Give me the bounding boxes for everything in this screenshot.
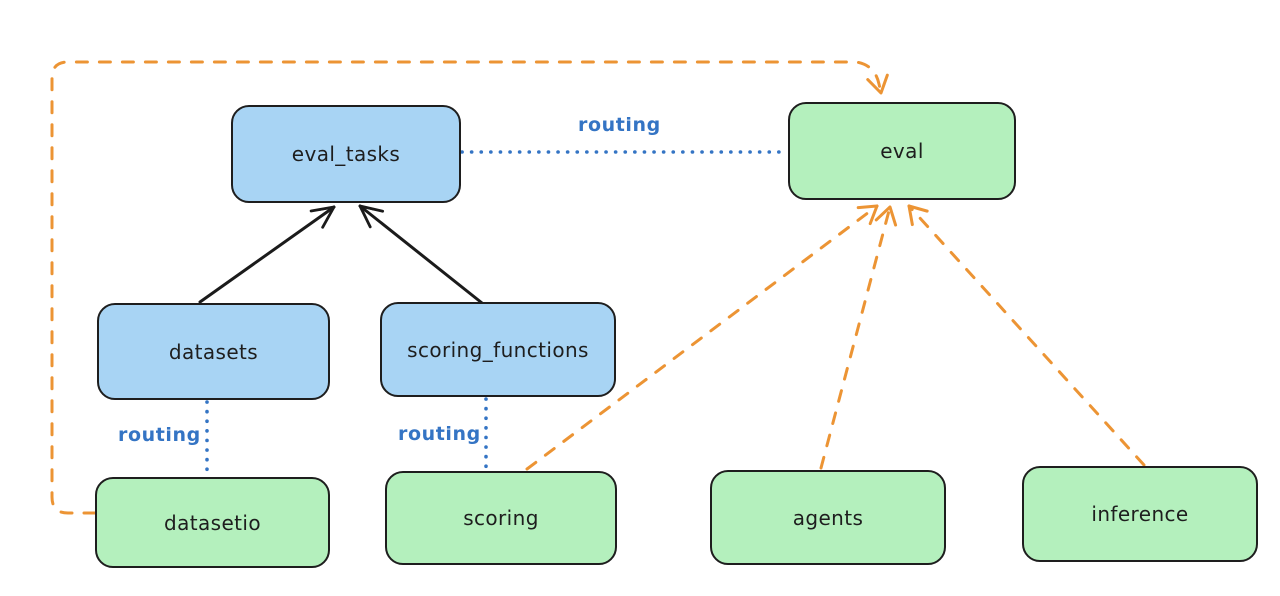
node-eval-tasks-label: eval_tasks [291, 142, 401, 166]
node-eval-tasks: eval_tasks [231, 105, 461, 203]
node-agents-label: agents [792, 505, 864, 530]
node-datasets: datasets [97, 303, 330, 400]
edge-datasets-to-eval-tasks [198, 205, 336, 304]
node-scoring-functions: scoring_functions [380, 302, 616, 397]
edge-label-routing-datasets: routing [118, 424, 201, 446]
node-scoring-functions-label: scoring_functions [407, 337, 589, 362]
node-datasets-label: datasets [168, 339, 259, 364]
edge-datasetio-to-eval [50, 60, 889, 515]
node-eval-label: eval [880, 139, 924, 163]
node-scoring: scoring [385, 471, 617, 565]
node-eval: eval [788, 102, 1016, 200]
node-inference: inference [1022, 466, 1258, 562]
edge-label-routing-scoring: routing [398, 423, 481, 445]
edge-agents-to-eval [819, 205, 898, 470]
node-datasetio-label: datasetio [163, 510, 261, 535]
edge-label-routing-top: routing [578, 114, 661, 136]
node-datasetio: datasetio [95, 477, 330, 568]
edge-scoring-functions-to-eval-tasks [358, 204, 484, 305]
node-scoring-label: scoring [463, 506, 539, 530]
node-agents: agents [710, 470, 946, 565]
edge-inference-to-eval [907, 204, 1146, 467]
node-inference-label: inference [1091, 502, 1189, 526]
edge-scoring-to-eval [525, 204, 879, 471]
